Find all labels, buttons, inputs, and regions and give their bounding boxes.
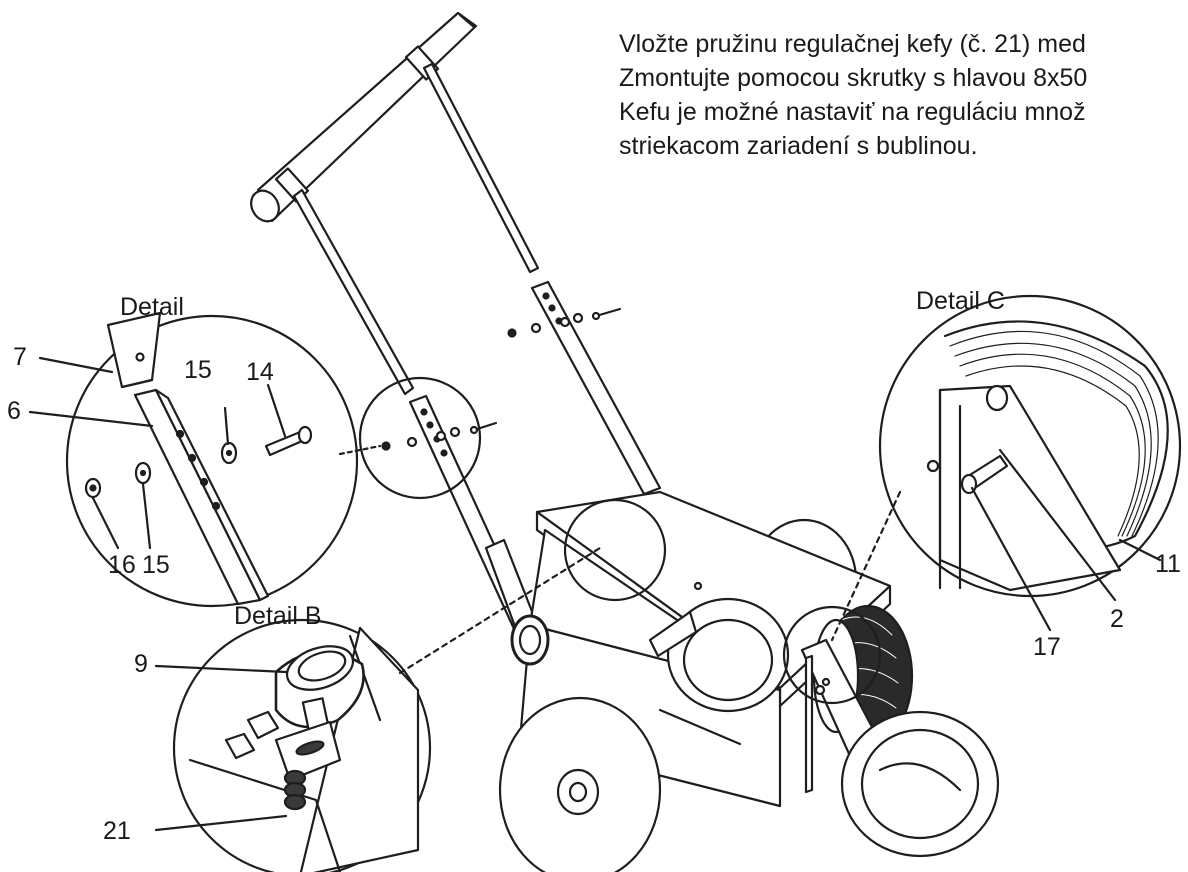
leader-6: [28, 410, 154, 428]
detail-b-callout-circle: [563, 498, 667, 602]
detail-a-circle: [65, 311, 382, 608]
part-label-7: 7: [13, 343, 27, 371]
part-label-9: 9: [134, 650, 148, 678]
detail-c-title: Detail C: [916, 287, 1005, 315]
machine-body: [498, 490, 1000, 872]
detail-a-title: Detail: [120, 293, 184, 321]
instruction-line: Zmontujte pomocou skrutky s hlavou 8x50: [619, 64, 1088, 92]
instruction-line: Vložte pružinu regulačnej kefy (č. 21) m…: [619, 30, 1086, 58]
handle-assembly: [250, 11, 662, 644]
detail-c-callout-circle: [782, 605, 882, 705]
leader-7: [38, 356, 114, 374]
part-label-15b: 15: [142, 551, 170, 579]
part-label-2: 2: [1110, 605, 1124, 633]
detail-b-circle: [172, 546, 602, 872]
part-label-6: 6: [7, 397, 21, 425]
part-label-15: 15: [184, 356, 212, 384]
instruction-text: Vložte pružinu regulačnej kefy (č. 21) m…: [619, 27, 1188, 197]
part-label-17: 17: [1033, 633, 1061, 661]
leader-21: [154, 814, 288, 832]
part-label-11: 11: [1155, 550, 1181, 578]
detail-a-callout-circle: [358, 376, 482, 500]
part-label-21: 21: [103, 817, 131, 845]
detail-c-circle: [830, 294, 1182, 642]
instruction-line: Kefu je možné nastaviť na reguláciu množ: [619, 98, 1086, 126]
detail-b-title: Detail B: [234, 602, 322, 630]
instruction-line: striekacom zariadení s bublinou.: [619, 132, 978, 160]
part-label-16: 16: [108, 551, 136, 579]
leader-9: [154, 664, 288, 674]
part-label-14: 14: [246, 358, 274, 386]
